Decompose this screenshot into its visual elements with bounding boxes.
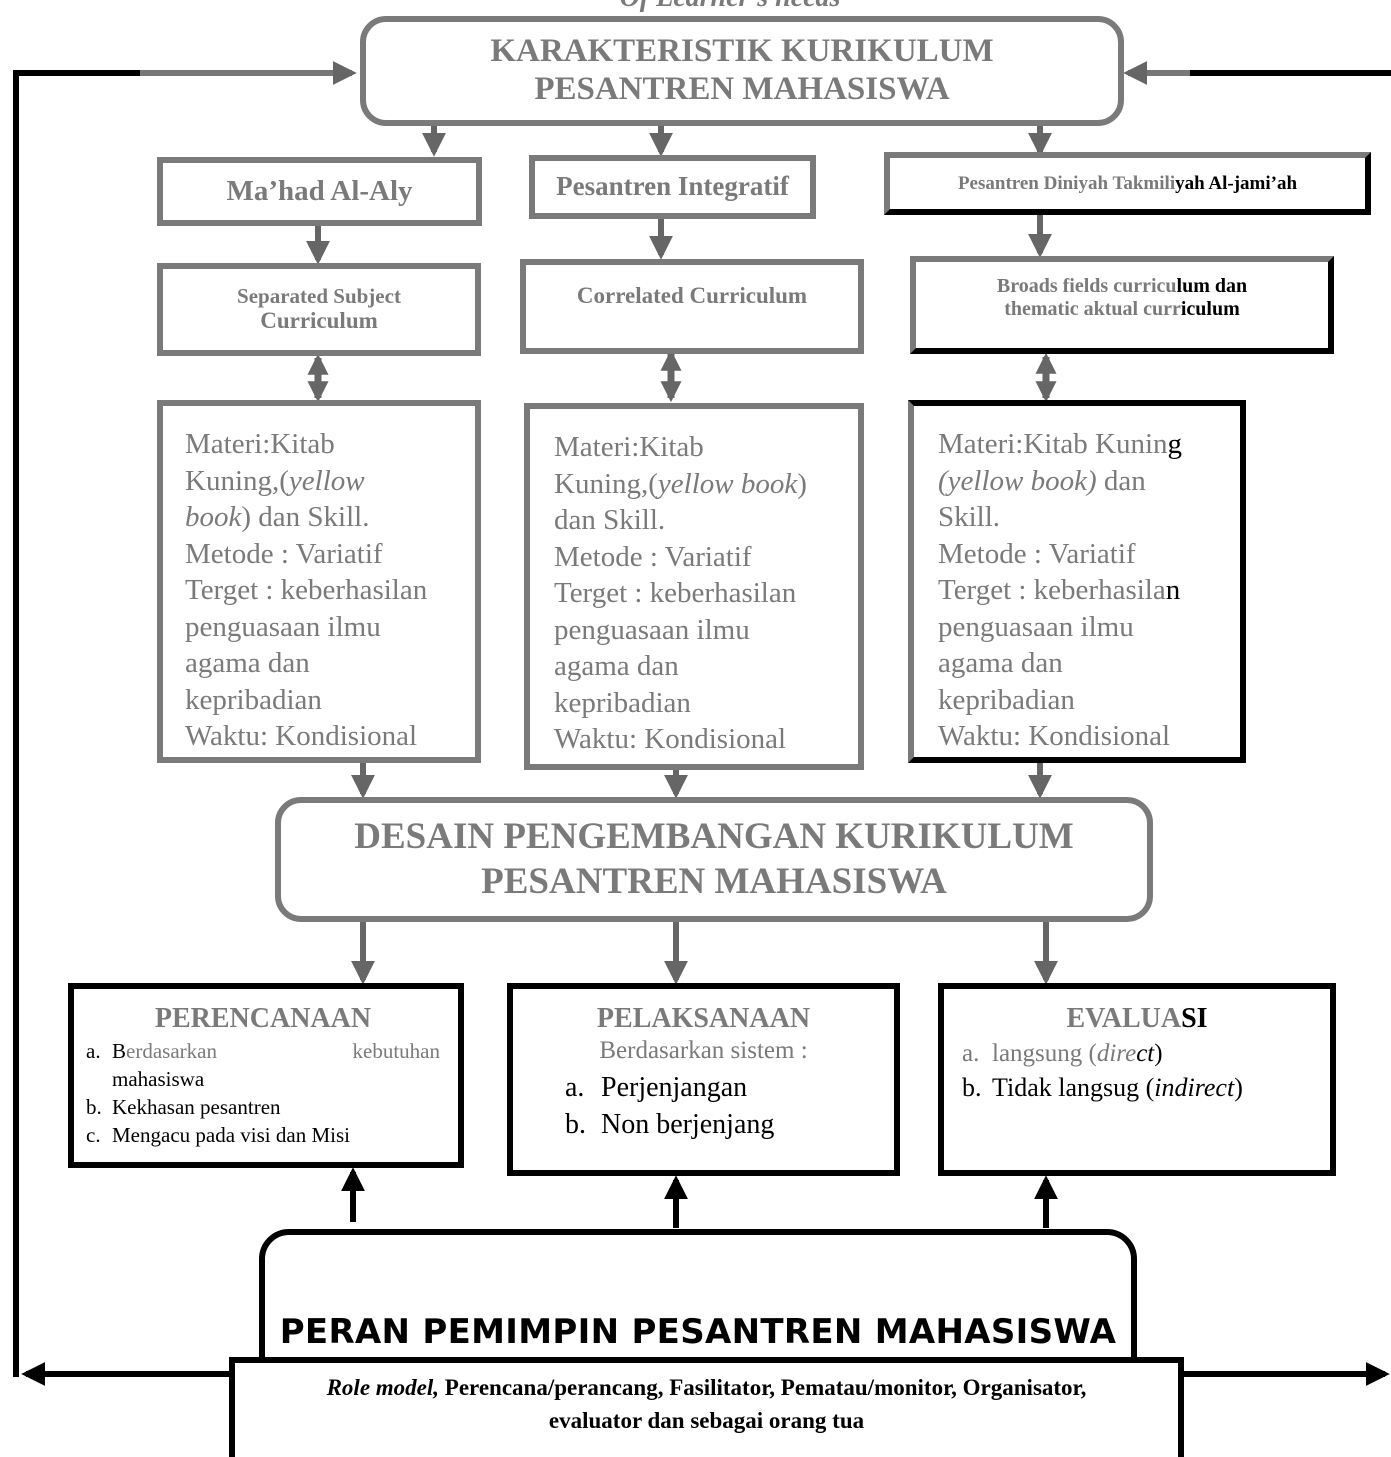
detail-left-agama: agama dan — [185, 647, 310, 679]
perencanaan-item-c: c.Mengacu pada visi dan Misi — [86, 1123, 350, 1148]
detail-box-separated: Materi:Kitab Kuning,(yellow book) dan Sk… — [157, 400, 481, 763]
detail-middle-target: Terget : keberhasilan — [554, 577, 797, 609]
detail-right-penguasaan: penguasaan ilmu — [938, 610, 1134, 643]
detail-left-kepribadian: kepribadian — [185, 683, 322, 716]
phase-pelaksanaan: PELAKSANAAN Berdasarkan sistem : a.Perje… — [507, 983, 900, 1176]
detail-left-waktu: Waktu: Kondisional — [185, 720, 418, 752]
type-pesantren-diniyah: Pesantren Diniyah Takmiliyah Al-jami’ah — [884, 152, 1371, 215]
detail-left-target: Terget : keberhasilan — [185, 574, 428, 606]
roles-box: Role model, Perencana/perancang, Fasilit… — [229, 1357, 1184, 1457]
design-title-line2: PESANTREN MAHASISWA — [481, 860, 947, 902]
main-title-box: KARAKTERISTIK KURIKULUM PESANTREN MAHASI… — [360, 16, 1124, 126]
phase-evaluasi: EVALUASI a. langsung (direct) b. Tidak l… — [938, 983, 1336, 1176]
type-pesantren-integratif: Pesantren Integratif — [529, 155, 816, 219]
type-integratif-label: Pesantren Integratif — [556, 171, 789, 202]
curriculum-correlated-label: Correlated Curriculum — [576, 283, 808, 308]
main-title-line1: KARAKTERISTIK KURIKULUM — [490, 33, 994, 70]
curriculum-broads-line1: Broads fields curriculum dan — [996, 275, 1248, 297]
evaluasi-item-b: b. Tidak langsug (indirect) — [962, 1073, 1243, 1103]
detail-left-penguasaan: penguasaan ilmu — [185, 610, 381, 643]
detail-right-materi: Materi:Kitab Kuning — [938, 428, 1183, 460]
top-partial-caption: Of Learner's needs — [560, 0, 900, 14]
evaluasi-item-a: a. langsung (direct) — [962, 1040, 1163, 1068]
roles-line1: Role model, Perencana/perancang, Fasilit… — [326, 1375, 1087, 1400]
pelaksanaan-title: PELAKSANAAN — [596, 1003, 811, 1034]
detail-middle-kuning: Kuning,(yellow book) — [554, 467, 807, 500]
design-title-line1: DESAIN PENGEMBANGAN KURIKULUM — [354, 816, 1074, 858]
pelaksanaan-item-a: a.Perjenjangan — [565, 1072, 748, 1104]
pelaksanaan-item-b: b.Non berjenjang — [565, 1109, 775, 1141]
detail-right-target: Terget : keberhasilan — [938, 574, 1181, 606]
type-mahad-al-aly: Ma’had Al-Aly — [157, 157, 482, 226]
curriculum-correlated: Correlated Curriculum — [520, 259, 864, 354]
detail-middle-dan-skill: dan Skill. — [554, 504, 666, 536]
detail-right-yellow-book: (yellow book) dan — [938, 464, 1146, 497]
detail-box-broads: Materi:Kitab Kuning (yellow book) dan Sk… — [908, 400, 1246, 763]
design-title-box: DESAIN PENGEMBANGAN KURIKULUM PESANTREN … — [275, 797, 1153, 922]
curriculum-broads-fields: Broads fields curriculum dan thematic ak… — [910, 256, 1334, 354]
detail-left-metode: Metode : Variatif — [185, 537, 383, 570]
curriculum-separated-line2: Curriculum — [260, 308, 378, 334]
detail-right-metode: Metode : Variatif — [938, 537, 1136, 570]
curriculum-broads-line2: thematic aktual curriculum — [1004, 298, 1240, 320]
detail-right-agama: agama dan — [938, 647, 1063, 679]
evaluasi-title: EVALUASI — [1066, 1003, 1208, 1034]
detail-right-waktu: Waktu: Kondisional — [938, 720, 1171, 752]
detail-left-kuning: Kuning,(yellow — [185, 464, 365, 497]
pelaksanaan-list: a.Perjenjangan b.Non berjenjang — [513, 1069, 894, 1143]
type-mahad-label: Ma’had Al-Aly — [226, 174, 413, 207]
detail-middle-penguasaan: penguasaan ilmu — [554, 613, 750, 646]
evaluasi-list: a. langsung (direct) b. Tidak langsug (i… — [944, 1037, 1330, 1105]
left-feedback-loop — [13, 61, 357, 1386]
leader-role-title: PERAN PEMIMPIN PESANTREN MAHASISWA — [279, 1312, 1117, 1352]
detail-left-book: book) dan Skill. — [185, 501, 370, 533]
perencanaan-item-b: b.Kekhasan pesantren — [86, 1095, 281, 1120]
detail-middle-materi: Materi:Kitab — [554, 431, 704, 463]
detail-right-skill: Skill. — [938, 501, 1001, 533]
type-diniyah-label: Pesantren Diniyah Takmiliyah Al-jami’ah — [957, 172, 1298, 194]
main-title: KARAKTERISTIK KURIKULUM PESANTREN MAHASI… — [490, 33, 993, 109]
roles-line2: evaluator dan sebagai orang tua — [548, 1408, 865, 1433]
perencanaan-title: PERENCANAAN — [154, 1003, 372, 1034]
detail-middle-metode: Metode : Variatif — [554, 540, 752, 573]
curriculum-separated-line1: Separated Subject — [237, 284, 401, 309]
detail-middle-kepribadian: kepribadian — [554, 686, 691, 719]
detail-left-materi: Materi:Kitab — [185, 428, 335, 460]
design-title: DESAIN PENGEMBANGAN KURIKULUM PESANTREN … — [354, 815, 1073, 904]
detail-middle-agama: agama dan — [554, 650, 679, 682]
curriculum-separated-subject: Separated Subject Curriculum — [157, 263, 481, 356]
main-title-line2: PESANTREN MAHASISWA — [534, 71, 950, 107]
detail-box-correlated: Materi:Kitab Kuning,(yellow book) dan Sk… — [524, 403, 864, 770]
detail-right-kepribadian: kepribadian — [938, 683, 1075, 716]
detail-middle-waktu: Waktu: Kondisional — [554, 723, 787, 755]
pelaksanaan-subtitle: Berdasarkan sistem : — [599, 1037, 808, 1065]
